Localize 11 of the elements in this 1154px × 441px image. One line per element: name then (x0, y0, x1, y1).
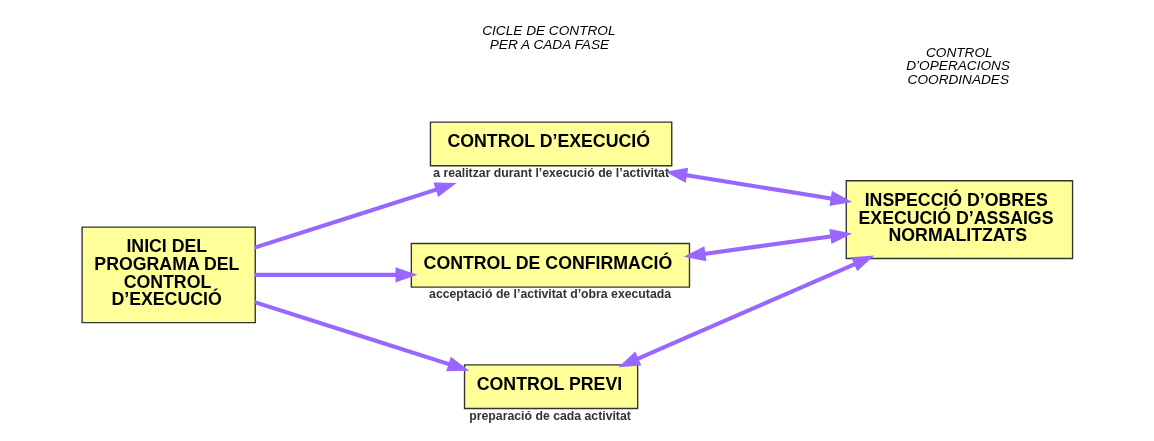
node-label: preparació de cada activitat (469, 408, 631, 423)
node-label: acceptació de l’activitat d’obra executada (429, 286, 672, 301)
arrow (665, 167, 853, 206)
arrow (683, 228, 853, 261)
arrow (618, 255, 875, 367)
arrow (253, 299, 470, 371)
node-label: a realitzar durant l’execució de l’activitat (433, 165, 670, 180)
arrow (254, 266, 418, 282)
arrow (253, 181, 457, 250)
label: CICLE DE CONTROL PER A CADA FASE (482, 22, 616, 52)
label: CONTROL D’OPERACIONS COORDINADES (906, 44, 1010, 87)
